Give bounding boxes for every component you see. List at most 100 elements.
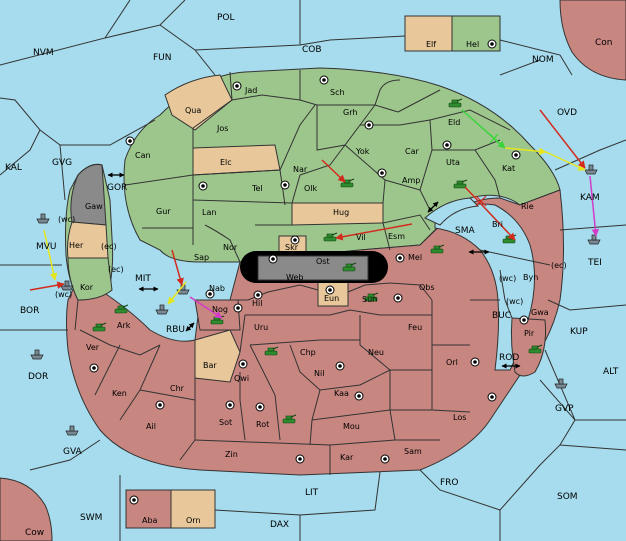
label-Orl: Orl bbox=[446, 358, 458, 367]
label-ALT: ALT bbox=[603, 367, 619, 377]
label-Mou: Mou bbox=[343, 422, 360, 431]
coast-tag-her-ec: (ec) bbox=[101, 242, 117, 251]
label-Rie: Rie bbox=[521, 202, 534, 211]
label-Olk: Olk bbox=[304, 184, 318, 193]
label-Jos: Jos bbox=[216, 124, 228, 133]
label-Yok: Yok bbox=[355, 147, 370, 156]
region-Con[interactable] bbox=[559, 0, 626, 81]
label-Sam: Sam bbox=[404, 447, 422, 456]
label-Lan: Lan bbox=[202, 208, 216, 217]
coast-tag-gwa-wc: (wc) bbox=[506, 297, 523, 306]
sma-channel bbox=[424, 197, 480, 226]
label-Web: Web bbox=[286, 273, 303, 282]
label-NVM: NVM bbox=[33, 48, 54, 58]
label-Uta: Uta bbox=[446, 158, 460, 167]
label-Kor: Kor bbox=[80, 283, 94, 292]
label-Ost: Ost bbox=[316, 257, 330, 266]
label-Nab: Nab bbox=[209, 284, 225, 293]
label-Con: Con bbox=[595, 38, 613, 48]
region-labels: POL NVM FUN COB NOM Con Elf Hel OVD KAL … bbox=[5, 13, 619, 538]
order-cut-marks bbox=[489, 133, 499, 144]
label-KUP: KUP bbox=[570, 327, 588, 337]
label-Aba: Aba bbox=[142, 516, 158, 525]
label-NOM: NOM bbox=[532, 55, 554, 65]
label-Rot: Rot bbox=[256, 420, 269, 429]
label-GVA: GVA bbox=[63, 447, 83, 457]
label-Nil: Nil bbox=[314, 369, 324, 378]
label-Chr: Chr bbox=[170, 384, 185, 393]
label-Sap: Sap bbox=[194, 253, 209, 262]
label-Ail: Ail bbox=[146, 422, 156, 431]
label-TEI: TEI bbox=[587, 258, 602, 268]
region-Kor[interactable] bbox=[67, 257, 113, 301]
label-Can: Can bbox=[135, 151, 151, 160]
label-Neu: Neu bbox=[368, 348, 384, 357]
label-Tel: Tel bbox=[251, 184, 263, 193]
label-Ark: Ark bbox=[117, 321, 131, 330]
label-GVG: GVG bbox=[52, 158, 72, 168]
label-Obs: Obs bbox=[419, 283, 435, 292]
label-Nar: Nar bbox=[293, 165, 308, 174]
label-Orn: Orn bbox=[186, 516, 201, 525]
label-LIT: LIT bbox=[305, 488, 319, 498]
label-KAM: KAM bbox=[580, 193, 600, 203]
region-Orn[interactable] bbox=[170, 489, 216, 529]
label-Mel: Mel bbox=[408, 253, 422, 262]
region-Qua[interactable] bbox=[164, 74, 233, 131]
label-Zin: Zin bbox=[225, 450, 238, 459]
label-Pir: Pir bbox=[524, 329, 535, 338]
label-OVD: OVD bbox=[557, 108, 577, 118]
order-move-red-5 bbox=[29, 281, 65, 291]
order-cut-marks-red bbox=[475, 195, 487, 207]
region-Cow[interactable] bbox=[0, 477, 53, 541]
coast-tag-byn-ec: (ec) bbox=[551, 261, 567, 270]
label-Gwa: Gwa bbox=[531, 308, 549, 317]
label-GVP: GVP bbox=[555, 404, 574, 414]
label-Bri: Bri bbox=[492, 220, 503, 229]
label-MVU: MVU bbox=[36, 242, 57, 252]
label-Bar: Bar bbox=[203, 361, 217, 370]
order-arrows bbox=[29, 109, 600, 319]
label-Elc: Elc bbox=[220, 158, 232, 167]
label-Her: Her bbox=[69, 241, 84, 250]
order-move-magenta-2 bbox=[189, 296, 223, 319]
label-Hel: Hel bbox=[466, 40, 479, 49]
label-Sch: Sch bbox=[330, 88, 345, 97]
label-Cow: Cow bbox=[25, 528, 44, 538]
label-Eld: Eld bbox=[448, 118, 460, 127]
region-Bar[interactable] bbox=[194, 329, 241, 383]
label-SMA: SMA bbox=[455, 226, 475, 236]
label-GOR: GOR bbox=[107, 183, 127, 193]
label-Eun: Eun bbox=[324, 294, 339, 303]
order-move-green bbox=[461, 109, 506, 149]
label-Skr: Skr bbox=[285, 243, 299, 252]
label-POL: POL bbox=[217, 13, 235, 23]
order-move-yellow-3 bbox=[43, 229, 58, 281]
region-Her[interactable] bbox=[67, 221, 109, 259]
label-Hug: Hug bbox=[333, 208, 349, 217]
label-FUN: FUN bbox=[153, 53, 172, 63]
label-DOR: DOR bbox=[28, 372, 48, 382]
order-move-magenta-1 bbox=[589, 175, 600, 237]
north-borders bbox=[124, 70, 511, 263]
label-Car: Car bbox=[405, 147, 419, 156]
order-move-red-1 bbox=[539, 109, 586, 169]
label-Chp: Chp bbox=[300, 348, 316, 357]
label-ROD: ROD bbox=[499, 353, 519, 363]
region-Pir[interactable] bbox=[510, 317, 546, 377]
label-Ver: Ver bbox=[86, 343, 100, 352]
label-Los: Los bbox=[453, 413, 466, 422]
label-Gur: Gur bbox=[156, 207, 171, 216]
coast-tag-byn-wc: (wc) bbox=[499, 274, 516, 283]
label-MIT: MIT bbox=[135, 274, 151, 284]
label-Sun: Sun bbox=[362, 295, 377, 304]
continent-north bbox=[123, 67, 561, 263]
label-BOR: BOR bbox=[20, 306, 39, 316]
label-Feu: Feu bbox=[408, 323, 422, 332]
coast-tag-kor-wc: (wc) bbox=[55, 290, 72, 299]
label-Qua: Qua bbox=[185, 106, 201, 115]
label-Esm: Esm bbox=[388, 232, 405, 241]
order-move-red-6 bbox=[171, 249, 184, 286]
supply-centers bbox=[89, 39, 529, 505]
